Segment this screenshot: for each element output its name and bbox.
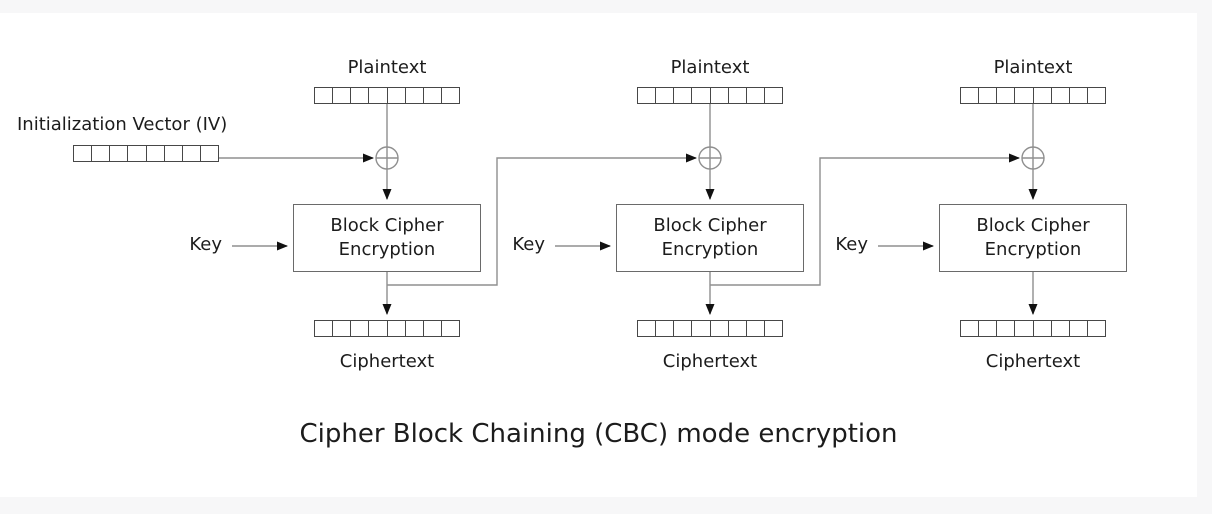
- cipher-box-line1: Block Cipher: [330, 215, 444, 236]
- iv-label: Initialization Vector (IV): [17, 114, 228, 135]
- plaintext-label: Plaintext: [993, 57, 1073, 78]
- cipher-box-line2: Encryption: [338, 239, 436, 260]
- bit-cell: [406, 321, 424, 336]
- bit-cell: [729, 321, 747, 336]
- bit-cell: [1034, 321, 1052, 336]
- plaintext-label: Plaintext: [347, 57, 427, 78]
- plaintext-bits: [960, 87, 1106, 104]
- diagram-title: Cipher Block Chaining (CBC) mode encrypt…: [299, 419, 898, 449]
- ciphertext-label: Ciphertext: [662, 351, 758, 372]
- bit-cell: [765, 88, 782, 103]
- bit-cell: [1070, 88, 1088, 103]
- xor-icon-3: [1021, 146, 1045, 170]
- bit-cell: [74, 146, 93, 161]
- ciphertext-bits: [637, 320, 783, 337]
- bit-cell: [638, 321, 657, 336]
- bit-cell: [979, 88, 998, 103]
- ciphertext-label: Ciphertext: [339, 351, 435, 372]
- bit-cell: [128, 146, 147, 161]
- block-cipher-encryption-box: Block Cipher Encryption: [616, 204, 804, 272]
- bit-cell: [1052, 88, 1070, 103]
- bit-cell: [333, 321, 352, 336]
- bit-cell: [369, 88, 388, 103]
- iv-bits: [73, 145, 219, 162]
- block-cipher-encryption-box: Block Cipher Encryption: [293, 204, 481, 272]
- bit-cell: [747, 88, 765, 103]
- key-label: Key: [835, 234, 868, 255]
- key-label: Key: [512, 234, 545, 255]
- bit-cell: [674, 321, 693, 336]
- bit-cell: [351, 321, 370, 336]
- bit-cell: [1034, 88, 1052, 103]
- bit-cell: [692, 321, 711, 336]
- plaintext-bits: [637, 87, 783, 104]
- bit-cell: [656, 321, 675, 336]
- bit-cell: [961, 88, 980, 103]
- bit-cell: [315, 321, 334, 336]
- ciphertext-bits: [960, 320, 1106, 337]
- bit-cell: [315, 88, 334, 103]
- bit-cell: [110, 146, 129, 161]
- bit-cell: [747, 321, 765, 336]
- cipher-box-line2: Encryption: [984, 239, 1082, 260]
- bit-cell: [369, 321, 388, 336]
- bit-cell: [388, 321, 406, 336]
- bottom-margin-band: [0, 497, 1212, 514]
- bit-cell: [765, 321, 782, 336]
- ciphertext-label: Ciphertext: [985, 351, 1081, 372]
- ciphertext-bits: [314, 320, 460, 337]
- bit-cell: [674, 88, 693, 103]
- bit-cell: [729, 88, 747, 103]
- bit-cell: [1015, 88, 1034, 103]
- bit-cell: [1070, 321, 1088, 336]
- bit-cell: [333, 88, 352, 103]
- bit-cell: [711, 88, 729, 103]
- bit-cell: [424, 88, 442, 103]
- bit-cell: [961, 321, 980, 336]
- bit-cell: [424, 321, 442, 336]
- bit-cell: [692, 88, 711, 103]
- plaintext-bits: [314, 87, 460, 104]
- bit-cell: [1088, 321, 1105, 336]
- bit-cell: [183, 146, 201, 161]
- bit-cell: [92, 146, 111, 161]
- plaintext-label: Plaintext: [670, 57, 750, 78]
- bit-cell: [351, 88, 370, 103]
- bit-cell: [201, 146, 218, 161]
- bit-cell: [979, 321, 998, 336]
- bit-cell: [442, 88, 459, 103]
- cipher-box-line2: Encryption: [661, 239, 759, 260]
- block-cipher-encryption-box: Block Cipher Encryption: [939, 204, 1127, 272]
- bit-cell: [406, 88, 424, 103]
- key-label: Key: [189, 234, 222, 255]
- xor-icon-1: [375, 146, 399, 170]
- bit-cell: [656, 88, 675, 103]
- top-margin-band: [0, 0, 1212, 13]
- bit-cell: [1088, 88, 1105, 103]
- bit-cell: [997, 88, 1016, 103]
- bit-cell: [442, 321, 459, 336]
- bit-cell: [165, 146, 183, 161]
- bit-cell: [1052, 321, 1070, 336]
- cipher-box-line1: Block Cipher: [653, 215, 767, 236]
- right-margin-band: [1197, 0, 1212, 514]
- bit-cell: [638, 88, 657, 103]
- bit-cell: [388, 88, 406, 103]
- bit-cell: [711, 321, 729, 336]
- bit-cell: [1015, 321, 1034, 336]
- bit-cell: [147, 146, 165, 161]
- cipher-box-line1: Block Cipher: [976, 215, 1090, 236]
- bit-cell: [997, 321, 1016, 336]
- xor-icon-2: [698, 146, 722, 170]
